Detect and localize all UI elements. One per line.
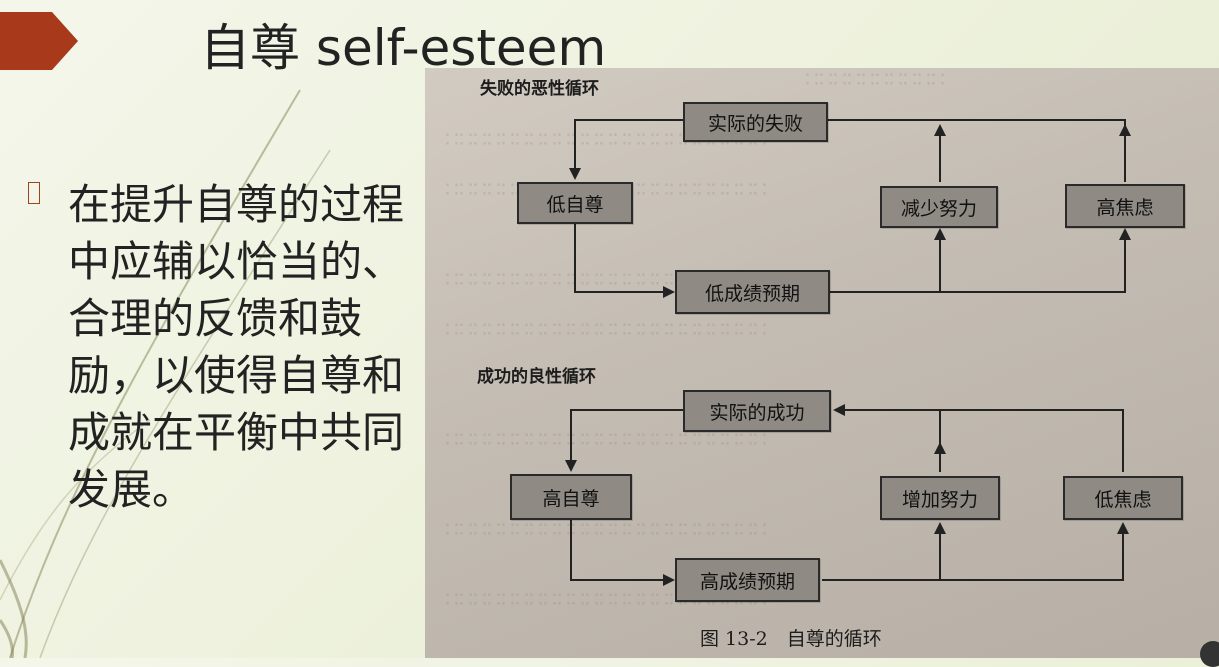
box-increased-effort: 增加努力 bbox=[880, 476, 1000, 520]
arrow-anxiety-to-actual bbox=[940, 119, 1126, 126]
arrow-expectation-to-effort bbox=[830, 228, 946, 293]
figure-caption: 图 13-2 自尊的循环 bbox=[700, 628, 882, 650]
box-low-anxiety: 低焦虑 bbox=[1063, 476, 1183, 520]
background-text: ∷∷∷∷∷∷∷∷∷∷∷∷∷∷∷∷∷∷∷∷∷∷∷ bbox=[445, 428, 767, 453]
slide-title: 自尊 self-esteem bbox=[200, 19, 607, 77]
box-high-anxiety: 高焦虑 bbox=[1065, 184, 1185, 228]
arrow-self-to-expectation-virtuous bbox=[570, 520, 675, 586]
arrow-expectation-to-effort-virtuous bbox=[822, 522, 946, 581]
arrow-anxiety-to-actual-virtuous bbox=[833, 404, 1124, 472]
box-high-self-esteem: 高自尊 bbox=[510, 474, 632, 520]
background-text: ∷∷∷∷∷∷∷∷∷∷∷∷∷∷∷∷∷∷∷∷∷∷∷ bbox=[445, 318, 767, 343]
virtuous-cycle-title: 成功的良性循环 bbox=[477, 367, 596, 387]
title-chevron-icon bbox=[0, 12, 78, 70]
background-text: ∷∷∷∷∷∷∷∷∷∷ bbox=[805, 68, 945, 93]
box-high-expectation: 高成绩预期 bbox=[675, 558, 820, 602]
slide-nav-button[interactable] bbox=[1200, 641, 1219, 667]
arrow-actual-to-self-virtuous bbox=[565, 409, 683, 472]
bullet-marker-icon bbox=[28, 182, 40, 204]
flow-arrows bbox=[565, 119, 1131, 586]
arrow-expectation-to-anxiety bbox=[940, 228, 1131, 293]
box-low-expectation: 低成绩预期 bbox=[675, 270, 830, 314]
box-actual-failure: 实际的失败 bbox=[683, 102, 828, 142]
box-reduced-effort: 减少努力 bbox=[880, 186, 998, 228]
vicious-cycle-title: 失败的恶性循环 bbox=[480, 79, 599, 99]
bullet-text: 在提升自尊的过程中应辅以恰当的、合理的反馈和鼓励，以使得自尊和成就在平衡中共同发… bbox=[68, 180, 405, 514]
box-actual-success: 实际的成功 bbox=[683, 390, 831, 432]
arrow-actual-to-self bbox=[569, 119, 683, 180]
background-text: ∷∷∷∷∷∷∷∷∷∷∷∷∷∷∷∷∷∷∷∷∷∷∷ bbox=[445, 518, 767, 543]
arrow-expectation-to-anxiety-virtuous bbox=[940, 522, 1129, 581]
box-low-self-esteem: 低自尊 bbox=[517, 182, 633, 224]
textbook-figure-photo: ∷∷∷∷∷∷∷∷∷∷ ∷∷∷∷∷∷∷∷∷∷∷∷∷∷∷∷∷∷∷∷∷∷∷ ∷∷∷∷∷… bbox=[425, 68, 1219, 658]
arrow-self-to-expectation bbox=[574, 224, 675, 298]
